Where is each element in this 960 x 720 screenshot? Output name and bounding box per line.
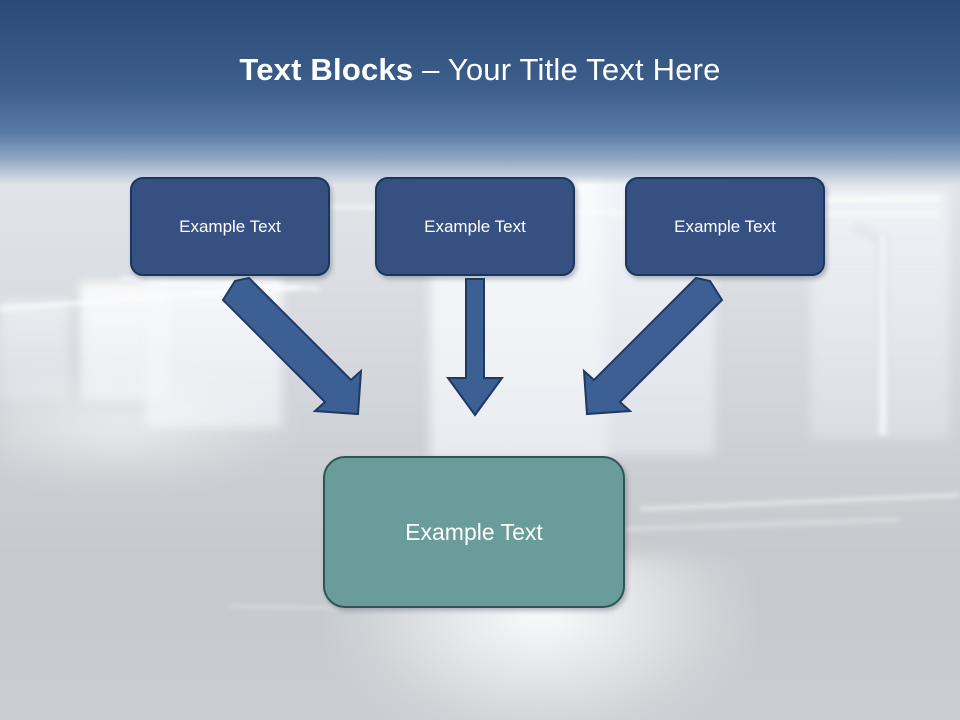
page-title-bold: Text Blocks: [239, 52, 414, 87]
text-block-2[interactable]: Example Text: [375, 177, 575, 276]
arrow-down-icon: [446, 278, 504, 417]
text-block-1[interactable]: Example Text: [130, 177, 330, 276]
arrow-down-right-icon: [221, 276, 363, 416]
page-title: Text Blocks – Your Title Text Here: [0, 52, 960, 88]
background-pipe: [877, 235, 889, 435]
text-block-3[interactable]: Example Text: [625, 177, 825, 276]
result-block[interactable]: Example Text: [323, 456, 625, 608]
background-glow-left: [0, 360, 300, 490]
title-band: [0, 0, 960, 185]
result-block-label: Example Text: [405, 518, 543, 545]
text-block-1-label: Example Text: [179, 216, 281, 236]
page-title-rest: – Your Title Text Here: [413, 52, 721, 87]
text-block-3-label: Example Text: [674, 216, 776, 236]
arrow-down-left-icon: [582, 276, 724, 416]
text-block-2-label: Example Text: [424, 216, 526, 236]
